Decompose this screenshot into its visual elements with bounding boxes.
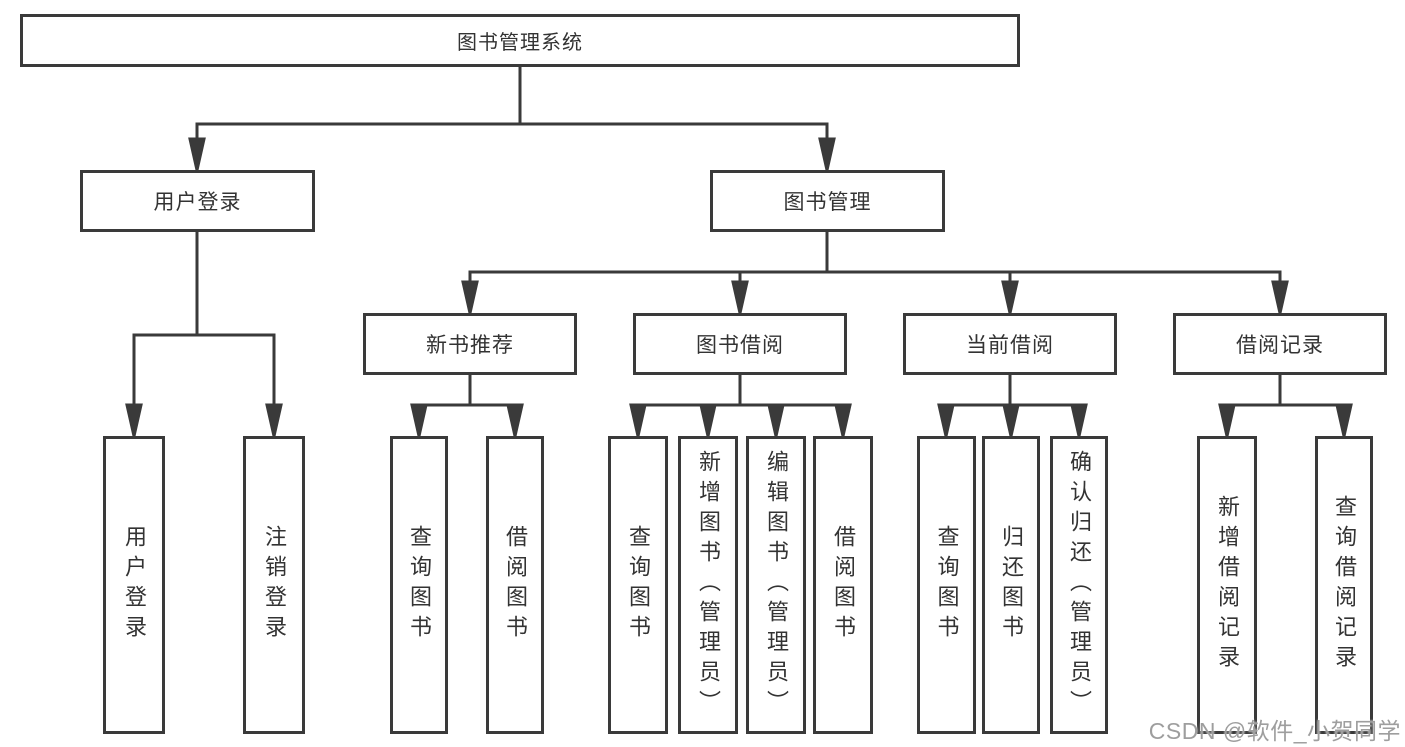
node-label: 查询图书 <box>934 525 960 645</box>
node-label: 新增借阅记录 <box>1215 495 1240 675</box>
node-label: 图书管理 <box>783 191 872 214</box>
node-label: 借阅图书 <box>503 525 528 645</box>
node-label: 图书管理系统 <box>457 32 583 54</box>
node-label: 确认归还（管理员） <box>1067 450 1092 720</box>
leaf-add-books-admin: 新增图书（管理员） <box>678 436 738 734</box>
node-label: 新增图书（管理员） <box>696 450 721 720</box>
node-label: 新书推荐 <box>426 334 514 357</box>
leaf-user-login: 用户登录 <box>103 436 165 734</box>
node-label: 查询图书 <box>407 525 432 645</box>
node-user-login: 用户登录 <box>80 170 315 232</box>
node-label: 归还图书 <box>999 525 1024 645</box>
leaf-add-borrow-record: 新增借阅记录 <box>1197 436 1257 734</box>
node-new-book-recommendation: 新书推荐 <box>363 313 577 375</box>
node-current-borrowing: 当前借阅 <box>903 313 1117 375</box>
node-label: 借阅记录 <box>1236 334 1324 357</box>
node-label: 查询图书 <box>626 525 651 645</box>
leaf-borrow-books-recommend: 借阅图书 <box>486 436 544 734</box>
node-label: 当前借阅 <box>966 334 1054 357</box>
node-label: 借阅图书 <box>831 525 856 645</box>
csdn-watermark: CSDN @软件_小贺同学 <box>1148 718 1401 744</box>
node-label: 查询借阅记录 <box>1332 495 1357 675</box>
node-book-management: 图书管理 <box>710 170 945 232</box>
leaf-query-books-borrow: 查询图书 <box>608 436 668 734</box>
leaf-query-books-recommend: 查询图书 <box>390 436 448 734</box>
leaf-confirm-return-admin: 确认归还（管理员） <box>1050 436 1108 734</box>
node-label: 编辑图书（管理员） <box>764 450 789 720</box>
node-label: 注销登录 <box>262 525 287 645</box>
leaf-return-books: 归还图书 <box>982 436 1040 734</box>
leaf-edit-books-admin: 编辑图书（管理员） <box>746 436 806 734</box>
leaf-query-books-current: 查询图书 <box>917 436 976 734</box>
node-borrowing-records: 借阅记录 <box>1173 313 1387 375</box>
leaf-query-borrow-record: 查询借阅记录 <box>1315 436 1373 734</box>
node-book-borrowing: 图书借阅 <box>633 313 847 375</box>
leaf-logout: 注销登录 <box>243 436 305 734</box>
node-label: 图书借阅 <box>696 334 784 357</box>
node-library-management-system: 图书管理系统 <box>20 14 1020 67</box>
node-label: 用户登录 <box>153 191 242 214</box>
node-label: 用户登录 <box>122 525 147 645</box>
leaf-borrow-books: 借阅图书 <box>813 436 873 734</box>
